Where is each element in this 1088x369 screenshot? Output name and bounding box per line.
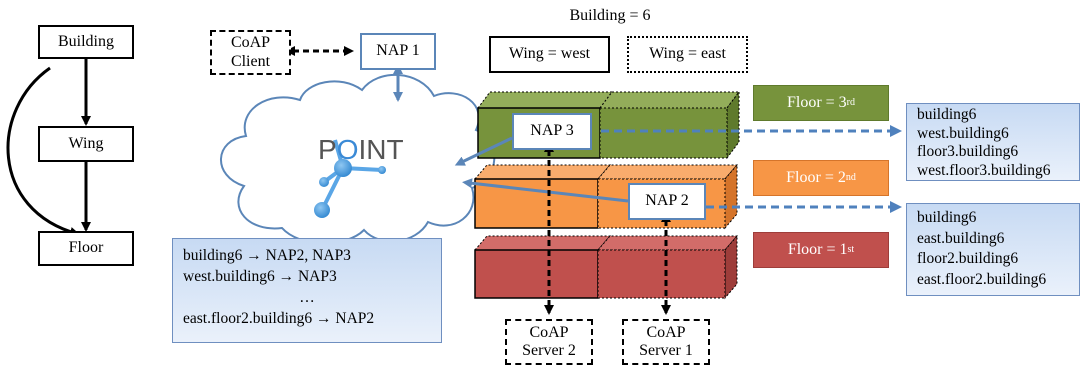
- routing-entry-3: east.floor2.building6 → NAP2: [183, 310, 375, 327]
- floor-1-block: [473, 234, 739, 300]
- coap-server2-line2: Server 2: [522, 342, 576, 359]
- floor-3-text: Floor = 3: [786, 93, 847, 111]
- hierarchy-arrows: [6, 58, 91, 237]
- nap3-name-0: building6: [917, 106, 977, 123]
- floor-3-sup: rd: [846, 97, 856, 109]
- coap-server1-box: CoAP Server 1: [622, 319, 710, 365]
- coap-server2-box: CoAP Server 2: [505, 319, 593, 365]
- point-molecule-icon: [314, 139, 386, 218]
- coap-client-line1: CoAP: [230, 34, 271, 52]
- floor-1-sup: st: [847, 244, 855, 256]
- wing-west-box: Wing = west: [489, 36, 610, 73]
- cloud-logo-o: O: [337, 134, 359, 165]
- nap2-name-1: east.building6: [917, 229, 1005, 247]
- nap3-names-box: building6 west.building6 floor3.building…: [906, 103, 1080, 181]
- coap-client-box: CoAP Client: [210, 30, 291, 75]
- nap2-name-0: building6: [917, 209, 977, 226]
- floor-2-sup: nd: [845, 172, 856, 184]
- coap-client-line2: Client: [230, 52, 271, 70]
- floor-2-text: Floor = 2: [786, 168, 846, 186]
- cloud-nap3-link: [454, 136, 513, 166]
- nap2-name-3: east.floor2.building6: [917, 270, 1047, 288]
- nap3-name-1: west.building6: [917, 124, 1009, 142]
- coap-server1-line2: Server 1: [639, 342, 693, 359]
- coap-server2-line1: CoAP: [529, 323, 569, 341]
- routing-entry-1: west.building6 → NAP3: [183, 268, 337, 285]
- nap3-name-2: floor3.building6: [917, 143, 1019, 160]
- cloud-logo-int: INT: [358, 134, 403, 165]
- nap3-name-3: west.floor3.building6: [917, 161, 1051, 179]
- wing-east-box: Wing = east: [627, 36, 748, 73]
- nap1-box: NAP 1: [360, 33, 436, 70]
- coap-server1-line1: CoAP: [646, 323, 686, 341]
- nap2-box: NAP 2: [628, 183, 706, 220]
- nap2-names-box: building6 east.building6 floor2.building…: [906, 203, 1080, 296]
- nap2-name-2: floor2.building6: [917, 250, 1019, 267]
- point-network-cloud: [220, 74, 496, 245]
- hierarchy-floor-box: Floor: [38, 231, 134, 266]
- nap3-box: NAP 3: [512, 113, 592, 150]
- hierarchy-building-box: Building: [38, 25, 134, 59]
- floor-1-text: Floor = 1: [787, 240, 848, 258]
- building-title: Building = 6: [569, 6, 651, 24]
- hierarchy-wing-box: Wing: [38, 126, 134, 162]
- routing-entry-0: building6 → NAP2, NAP3: [183, 247, 351, 264]
- routing-entry-ellipsis: …: [299, 289, 315, 306]
- routing-table-box: building6 → NAP2, NAP3 west.building6 → …: [172, 238, 442, 343]
- cloud-logo-text: POINT: [318, 134, 404, 165]
- cloud-logo-p: P: [318, 134, 337, 165]
